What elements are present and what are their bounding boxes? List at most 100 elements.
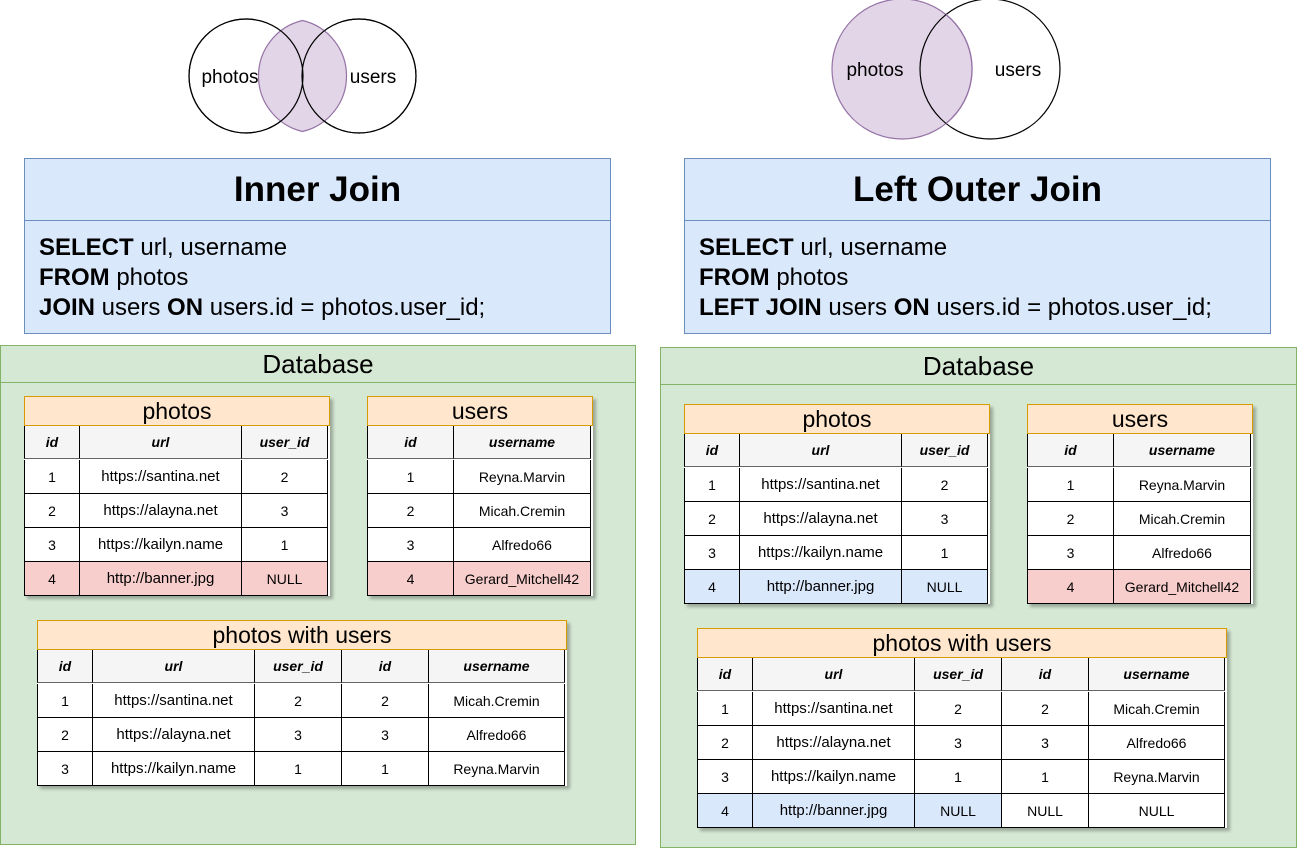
table-cell: 1 bbox=[342, 752, 429, 786]
sql-text: users.id = photos.user_id; bbox=[203, 294, 486, 321]
database-title: Database bbox=[661, 348, 1296, 385]
left-join-query-box: Left Outer Join SELECT url, username FRO… bbox=[684, 158, 1271, 334]
table-cell: 1 bbox=[367, 460, 454, 494]
sql-text: users bbox=[821, 294, 894, 321]
sql-keyword: FROM bbox=[699, 264, 770, 291]
sql-text: url, username bbox=[793, 234, 948, 261]
column-header: id bbox=[1002, 658, 1089, 691]
table-cell: 2 bbox=[915, 692, 1002, 726]
table-cell: 2 bbox=[684, 502, 740, 536]
sql-code: SELECT url, username FROM photos LEFT JO… bbox=[685, 221, 1270, 323]
sql-text: url, username bbox=[133, 234, 288, 261]
table-title: photos bbox=[24, 396, 330, 426]
column-header: username bbox=[429, 650, 565, 683]
table-cell: 1 bbox=[255, 752, 342, 786]
table-cell: NULL bbox=[915, 794, 1002, 828]
table-cell: Alfredo66 bbox=[1089, 726, 1225, 760]
table-cell: 3 bbox=[367, 528, 454, 562]
sql-keyword: SELECT bbox=[39, 234, 134, 261]
table-cell: https://kailyn.name bbox=[80, 528, 242, 562]
table-cell: 4 bbox=[367, 562, 454, 596]
table-cell: 2 bbox=[697, 726, 753, 760]
column-header: id bbox=[24, 426, 80, 459]
sql-keyword: LEFT JOIN bbox=[699, 294, 822, 321]
table-cell: 1 bbox=[24, 460, 80, 494]
table-cell: 4 bbox=[24, 562, 80, 596]
table-cell: 2 bbox=[1027, 502, 1114, 536]
table-cell: https://alayna.net bbox=[93, 718, 255, 752]
table-cell: 4 bbox=[684, 570, 740, 604]
table-cell: Gerard_Mitchell42 bbox=[454, 562, 591, 596]
column-header: user_id bbox=[915, 658, 1002, 691]
venn-users-label: users bbox=[350, 67, 396, 88]
column-header: url bbox=[80, 426, 242, 459]
table-cell: https://alayna.net bbox=[80, 494, 242, 528]
table-cell: 3 bbox=[902, 502, 988, 536]
query-title: Left Outer Join bbox=[685, 159, 1270, 221]
table-cell: 3 bbox=[37, 752, 93, 786]
table-cell: 2 bbox=[24, 494, 80, 528]
table-cell: NULL bbox=[1089, 794, 1225, 828]
table-cell: 1 bbox=[242, 528, 328, 562]
table-cell: 1 bbox=[697, 692, 753, 726]
table-cell: Reyna.Marvin bbox=[1089, 760, 1225, 794]
table-title: users bbox=[367, 396, 593, 426]
column-header: user_id bbox=[255, 650, 342, 683]
table-cell: 1 bbox=[902, 536, 988, 570]
table-cell: http://banner.jpg bbox=[740, 570, 902, 604]
table-cell: NULL bbox=[1002, 794, 1089, 828]
sql-text: users.id = photos.user_id; bbox=[929, 294, 1212, 321]
table-cell: http://banner.jpg bbox=[80, 562, 242, 596]
table-cell: Micah.Cremin bbox=[429, 684, 565, 718]
sql-text: users bbox=[95, 294, 168, 321]
table-title: users bbox=[1027, 404, 1253, 434]
table-cell: 3 bbox=[684, 536, 740, 570]
sql-text: photos bbox=[769, 264, 849, 291]
table-cell: 1 bbox=[1002, 760, 1089, 794]
sql-keyword: ON bbox=[167, 294, 204, 321]
table-cell: https://alayna.net bbox=[740, 502, 902, 536]
table-cell: Reyna.Marvin bbox=[454, 460, 591, 494]
table-cell: https://santina.net bbox=[93, 684, 255, 718]
table-cell: 1 bbox=[915, 760, 1002, 794]
table-cell: 2 bbox=[367, 494, 454, 528]
column-header: id bbox=[342, 650, 429, 683]
table-cell: 4 bbox=[1027, 570, 1114, 604]
column-header: id bbox=[367, 426, 454, 459]
table-cell: https://kailyn.name bbox=[93, 752, 255, 786]
table-cell: https://santina.net bbox=[740, 468, 902, 502]
column-header: username bbox=[454, 426, 591, 459]
table-cell: 1 bbox=[1027, 468, 1114, 502]
table-cell: 3 bbox=[915, 726, 1002, 760]
column-header: id bbox=[684, 434, 740, 467]
table-cell: Alfredo66 bbox=[454, 528, 591, 562]
table-cell: 3 bbox=[24, 528, 80, 562]
column-header: id bbox=[37, 650, 93, 683]
venn-users-circle bbox=[919, 0, 1061, 140]
table-cell: https://santina.net bbox=[753, 692, 915, 726]
table-cell: https://santina.net bbox=[80, 460, 242, 494]
table-cell: http://banner.jpg bbox=[753, 794, 915, 828]
column-header: url bbox=[740, 434, 902, 467]
inner-join-venn-diagram: photos users bbox=[188, 18, 417, 134]
table-cell: Micah.Cremin bbox=[1089, 692, 1225, 726]
table-cell: 3 bbox=[697, 760, 753, 794]
sql-text: photos bbox=[109, 264, 189, 291]
table-cell: Alfredo66 bbox=[429, 718, 565, 752]
table-cell: 2 bbox=[37, 718, 93, 752]
sql-keyword: SELECT bbox=[699, 234, 794, 261]
table-cell: 3 bbox=[255, 718, 342, 752]
column-header: id bbox=[1027, 434, 1114, 467]
column-header: url bbox=[93, 650, 255, 683]
table-cell: Reyna.Marvin bbox=[429, 752, 565, 786]
table-cell: Gerard_Mitchell42 bbox=[1114, 570, 1251, 604]
table-cell: https://kailyn.name bbox=[753, 760, 915, 794]
left-join-venn-diagram: photos users bbox=[831, 0, 1061, 140]
venn-photos-label: photos bbox=[201, 67, 258, 88]
